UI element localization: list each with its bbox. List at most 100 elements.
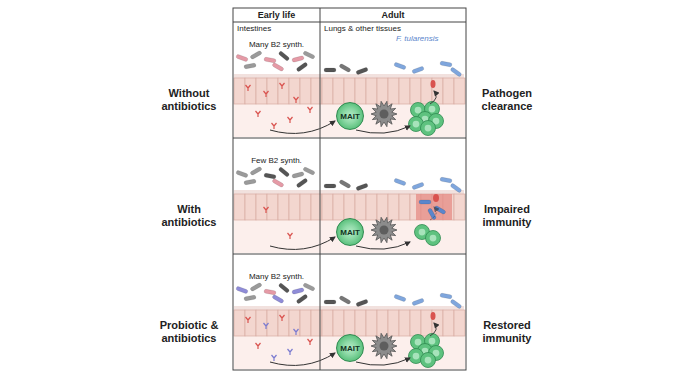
- gut-bacterium: [272, 178, 284, 187]
- epithelial-cell: [322, 78, 333, 104]
- cell-label: MAIT: [340, 228, 360, 237]
- outcome-label: Pathogen clearance: [470, 87, 544, 113]
- metabolite: [272, 123, 277, 129]
- epithelial-cell: [366, 194, 377, 220]
- gut-bacterium: [278, 51, 290, 62]
- gut-bacterium: [292, 172, 305, 179]
- gut-bacterium: [236, 286, 249, 294]
- epithelial-cell: [344, 194, 355, 220]
- t-cell-core: [413, 353, 420, 360]
- epithelial-cell: [267, 78, 278, 104]
- f-tularensis: [412, 298, 425, 306]
- infection-site: [431, 312, 436, 320]
- f-tularensis: [440, 61, 453, 67]
- f-tularensis: [394, 294, 407, 302]
- apc-nucleus: [380, 342, 389, 351]
- metabolite: [264, 91, 269, 97]
- gut-bacterium: [296, 62, 308, 72]
- epithelial-cell: [234, 78, 245, 104]
- epithelial-cell: [278, 78, 289, 104]
- tissue-label: Lungs & other tissues: [324, 24, 464, 34]
- cell-label: MAIT: [340, 112, 360, 121]
- gut-bacterium: [236, 170, 249, 178]
- t-cell: [421, 353, 436, 368]
- f-tularensis: [394, 178, 407, 186]
- mait-cell: MAIT: [336, 334, 364, 362]
- f-tularensis: [450, 299, 462, 309]
- t-cell-core: [429, 106, 436, 113]
- epithelial-cell: [377, 78, 388, 104]
- epithelial-cell: [344, 310, 355, 336]
- column-divider: [320, 8, 321, 370]
- epithelial-cell: [377, 194, 388, 220]
- f-tularensis: [450, 183, 462, 193]
- metabolite: [288, 117, 293, 123]
- tissue-label: Intestines: [237, 24, 317, 34]
- cell-label: MAIT: [340, 344, 360, 353]
- microvilli: [235, 306, 463, 310]
- epithelial-cell: [355, 310, 366, 336]
- row-divider: [233, 254, 466, 255]
- epithelial-cell: [300, 78, 311, 104]
- epithelial-cell: [267, 310, 278, 336]
- metabolite: [264, 323, 269, 329]
- metabolite: [246, 85, 251, 91]
- metabolite: [288, 233, 293, 239]
- lung-bacterium: [356, 299, 369, 307]
- gut-bacterium: [236, 54, 249, 62]
- metabolite: [272, 355, 277, 361]
- f-tularensis: [412, 66, 425, 74]
- bacteria-label: Few B2 synth.: [233, 156, 320, 166]
- antigen-presenting-cell: [371, 101, 397, 126]
- gut-bacterium: [264, 173, 277, 179]
- epithelial-cell: [344, 78, 355, 104]
- gut-bacterium: [292, 288, 305, 295]
- epithelial-cell: [256, 194, 267, 220]
- gut-bacterium: [244, 179, 257, 185]
- epithelial-cell: [399, 78, 410, 104]
- t-cell-core: [430, 235, 437, 242]
- epithelial-cell: [355, 78, 366, 104]
- f-tularensis: [394, 62, 407, 70]
- gut-bacterium: [250, 282, 262, 291]
- gut-bacterium: [296, 178, 308, 188]
- f-tularensis: [440, 293, 453, 299]
- gut-bacterium: [250, 166, 262, 175]
- gut-bacterium: [303, 51, 316, 60]
- t-cell-core: [413, 121, 420, 128]
- t-cell-core: [415, 339, 422, 346]
- infection-site: [433, 194, 439, 202]
- row-label: With antibiotics: [150, 203, 228, 229]
- epithelial-cell: [366, 78, 377, 104]
- activation-arrow: [356, 242, 410, 249]
- epithelial-cell: [256, 78, 267, 104]
- f-tularensis: [440, 177, 453, 183]
- metabolite: [308, 107, 313, 113]
- metabolite: [294, 97, 299, 103]
- epithelial-cell: [388, 78, 399, 104]
- epithelial-cell: [333, 194, 344, 220]
- microvilli: [235, 190, 463, 194]
- t-cell: [421, 121, 436, 136]
- epithelial-cell: [333, 310, 344, 336]
- gut-bacterium: [292, 56, 305, 63]
- t-cell-core: [415, 107, 422, 114]
- epithelial-cell: [421, 78, 432, 104]
- gut-bacterium: [303, 283, 316, 292]
- activation-arrow: [356, 358, 410, 365]
- metabolite: [280, 83, 285, 89]
- row-label: Without antibiotics: [150, 87, 228, 113]
- metabolite: [256, 111, 261, 117]
- t-cell-core: [425, 125, 432, 132]
- epithelial-cell: [234, 310, 245, 336]
- flow-arrow: [270, 353, 335, 365]
- epithelial-cell: [234, 194, 245, 220]
- mait-cell: MAIT: [336, 218, 364, 246]
- apc-nucleus: [380, 226, 389, 235]
- lung-bacterium: [324, 184, 336, 188]
- epithelial-cell: [278, 194, 289, 220]
- t-cell: [426, 231, 441, 246]
- header-divider: [233, 22, 466, 23]
- epithelial-cell: [245, 78, 256, 104]
